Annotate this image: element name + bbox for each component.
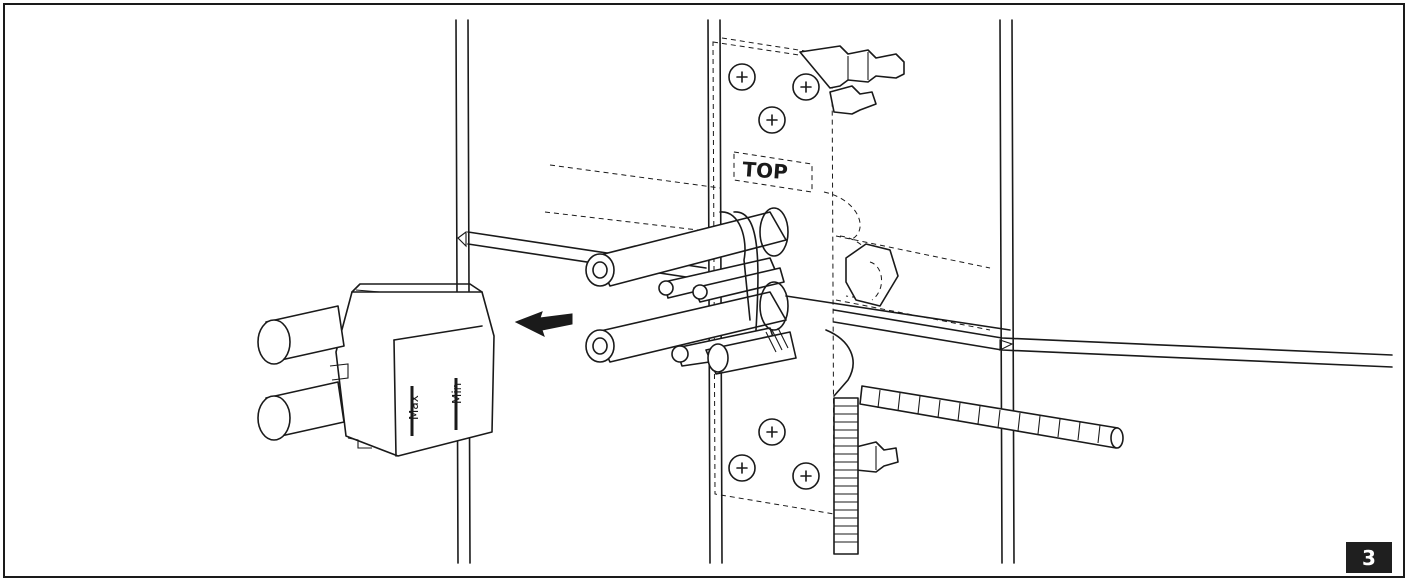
figure-number-badge: 3: [1346, 542, 1392, 573]
hose-connectors-lower: [851, 441, 899, 473]
vertical-hose: [833, 397, 859, 555]
wall-tile-lines: [455, 19, 1393, 564]
connector-plug: Max Min: [257, 283, 495, 457]
top-label: TOP: [742, 157, 789, 184]
arrow-left-icon: [514, 311, 573, 337]
max-label: Max: [407, 395, 421, 420]
screw-icon: [728, 63, 820, 490]
horizontal-hose: [859, 385, 1124, 449]
min-label: Min: [450, 383, 464, 404]
hose-connectors-upper: [799, 45, 905, 115]
hex-fitting: [845, 243, 899, 307]
probe-assembly: [585, 207, 1011, 397]
